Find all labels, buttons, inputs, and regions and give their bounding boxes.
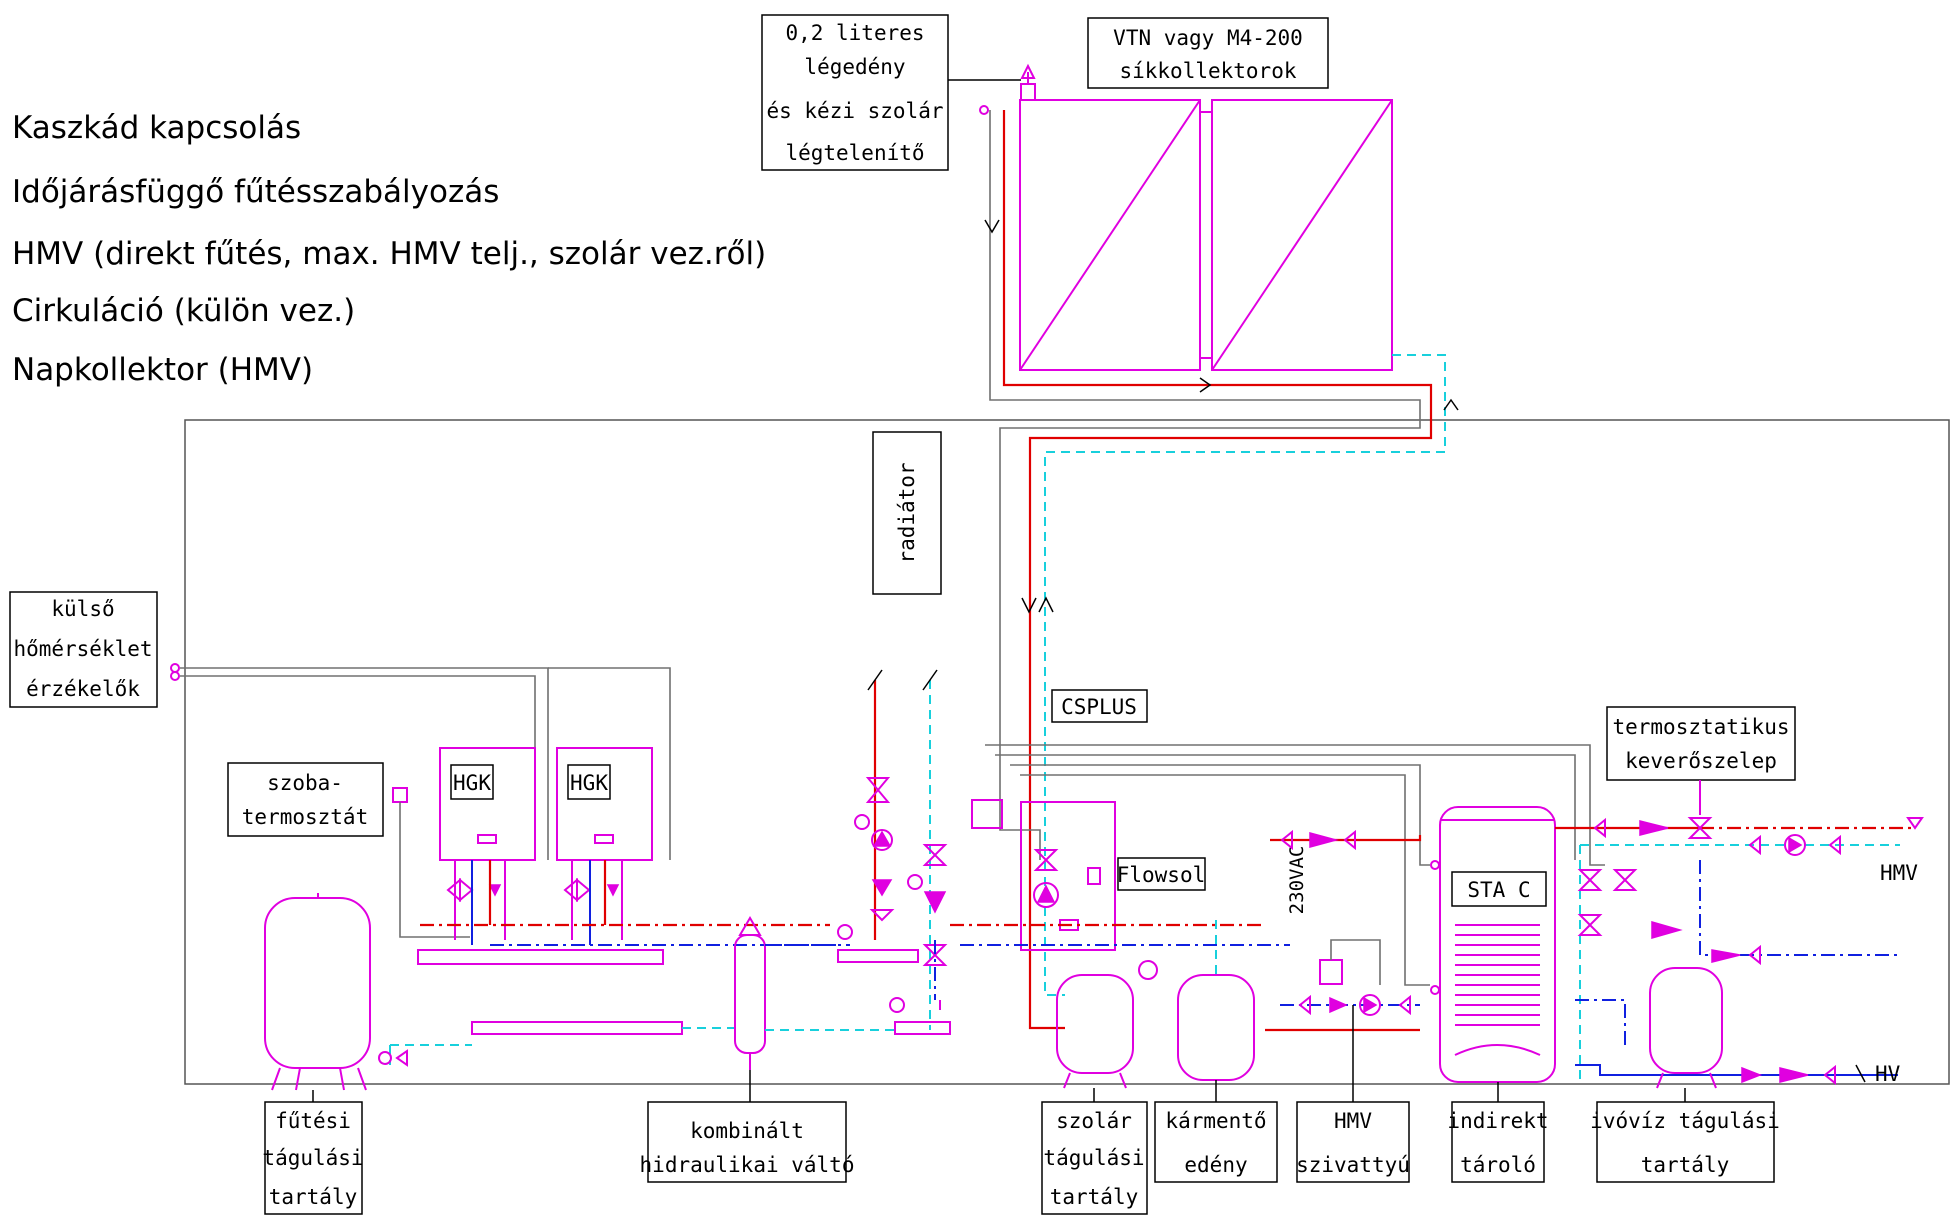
boiler-hgk-2: HGK (556, 747, 653, 861)
separator-line-2: hidraulikai váltó (640, 1153, 855, 1177)
drinking-water-expansion-tank (1649, 967, 1723, 1089)
solar-collector-1 (1019, 99, 1201, 371)
room-thermostat-line-2: termosztát (242, 805, 368, 829)
thermostat-icon (392, 787, 408, 803)
cold-water-inlet: HV (1575, 860, 1901, 1086)
solar-collector-2 (1211, 99, 1393, 371)
room-thermostat-label-box (227, 762, 384, 837)
dhw-pump-group: 230VAC (1265, 829, 1422, 1032)
collector-label-box (1087, 17, 1329, 89)
sensor-icon (170, 663, 180, 673)
mixing-valve-line-1: termosztatikus (1612, 715, 1789, 739)
heating-manifold-bottom (471, 1021, 683, 1035)
air-vent-symbol (948, 63, 1036, 115)
dhw-pump-line-1: HMV (1334, 1109, 1372, 1133)
heating-expansion-label-box (264, 1101, 363, 1215)
boiler-valve-cluster (446, 860, 623, 945)
solar-expansion-line-1: szolár (1056, 1109, 1132, 1133)
header-line-solar-collector: Napkollektor (HMV) (12, 352, 314, 388)
csplus-label-box (1051, 689, 1148, 723)
mixing-valve-label-box (1606, 706, 1796, 781)
collector-line-1: VTN vagy M4-200 (1113, 26, 1303, 50)
external-sensor-line-1: külső (51, 597, 114, 621)
separator-line-1: kombinált (690, 1119, 804, 1143)
heating-circuit-2 (889, 669, 951, 1035)
air-vessel-label-box (761, 14, 949, 171)
csplus-controller (971, 799, 1003, 829)
sta-label: STA C (1467, 878, 1530, 902)
control-cable-collector (989, 110, 1421, 860)
collection-vessel-line-2: edény (1184, 1153, 1247, 1177)
separator-label-box (647, 1101, 847, 1183)
air-vessel-line-4: légtelenítő (785, 141, 924, 165)
air-vessel-line-3: és kézi szolár (766, 99, 943, 123)
solar-expansion-label-box (1041, 1101, 1148, 1215)
room-thermostat-line-1: szoba- (267, 771, 343, 795)
heating-circuit-1 (837, 669, 919, 963)
air-vessel-line-1: 0,2 literes (785, 21, 924, 45)
indirect-tank-line-2: tároló (1460, 1153, 1536, 1177)
boiler-2-label: HGK (570, 771, 608, 795)
header-line-dhw: HMV (direkt fűtés, max. HMV telj., szolá… (12, 236, 767, 272)
solar-expansion-line-3: tartály (1050, 1185, 1139, 1209)
external-sensor-label-box (9, 591, 158, 708)
drinking-water-label-box (1596, 1101, 1775, 1183)
header-line-cascade: Kaszkád kapcsolás (12, 110, 302, 146)
radiator-label: radiátor (895, 462, 919, 563)
drinking-water-line-2: tartály (1641, 1153, 1730, 1177)
heating-expansion-line-2: tágulási (262, 1146, 363, 1170)
solar-flow-pipe (1002, 110, 1433, 1030)
heating-expansion-tank (264, 893, 408, 1091)
hydraulic-separator (734, 916, 895, 1070)
csplus-label: CSPLUS (1061, 695, 1137, 719)
header-line-weather-control: Időjárásfüggő fűtésszabályozás (12, 174, 500, 210)
solar-expansion-tank (1056, 960, 1158, 1089)
dhw-pump-line-2: szivattyú (1296, 1153, 1410, 1177)
indirect-storage-tank: STA C (1430, 806, 1556, 1083)
hmv-outlet-label: HMV (1880, 861, 1918, 885)
collection-vessel-label-box (1154, 1101, 1278, 1183)
dhw-outlet-piping: HMV (1555, 780, 1924, 1080)
heating-expansion-line-3: tartály (269, 1185, 358, 1209)
flowsol-label: Flowsol (1117, 863, 1206, 887)
flowsol-station: Flowsol (1020, 801, 1206, 951)
heating-expansion-line-1: fűtési (275, 1109, 351, 1133)
collection-vessel-line-1: kármentő (1165, 1109, 1266, 1133)
indirect-tank-line-1: indirekt (1447, 1109, 1548, 1133)
radiator-box (872, 431, 942, 595)
solar-expansion-line-2: tágulási (1043, 1146, 1144, 1170)
vac-label: 230VAC (1286, 846, 1308, 915)
boiler-hgk-1: HGK (439, 747, 536, 861)
building-frame (184, 419, 1950, 1085)
heating-manifold-top (417, 949, 664, 965)
header-line-circulation: Cirkuláció (külön vez.) (12, 293, 356, 329)
collector-line-2: síkkollektorok (1119, 59, 1296, 83)
indirect-tank-label-box (1451, 1101, 1545, 1183)
mixing-valve-line-2: keverőszelep (1625, 749, 1777, 773)
boiler-1-label: HGK (453, 771, 491, 795)
drinking-water-line-1: ivóvíz tágulási (1590, 1109, 1780, 1133)
external-sensor-line-3: érzékelők (26, 677, 140, 701)
solar-collector-array (1019, 99, 1393, 371)
external-sensor-line-2: hőmérséklet (13, 637, 152, 661)
air-vessel-line-2: légedény (804, 55, 905, 79)
hv-inlet-label: HV (1875, 1062, 1901, 1086)
solar-return-pipe (1044, 354, 1446, 996)
